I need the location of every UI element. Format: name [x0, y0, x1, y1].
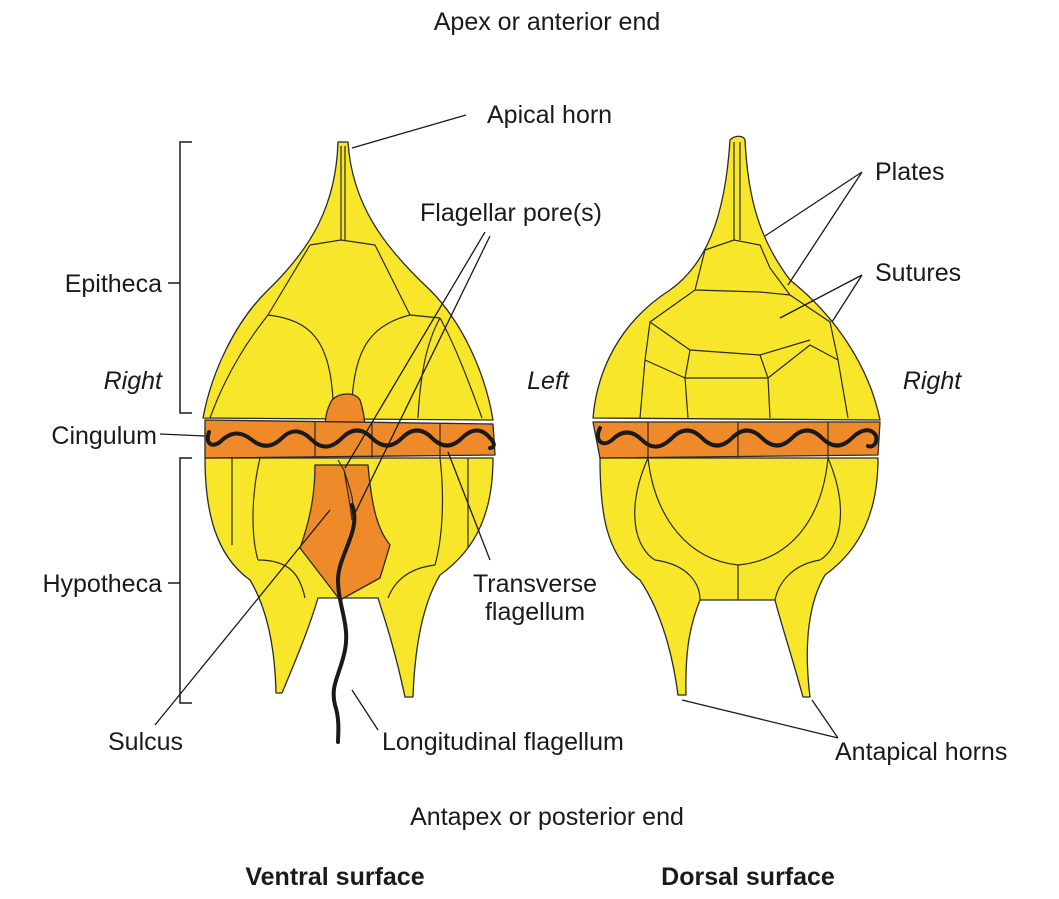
hypotheca-bracket — [168, 458, 192, 703]
antapex-label: Antapex or posterior end — [410, 803, 684, 831]
ventral-surface-label: Ventral surface — [245, 863, 424, 891]
dorsal-cingulum — [593, 422, 880, 458]
apex-label: Apex or anterior end — [434, 8, 661, 36]
flagellar-pores-label: Flagellar pore(s) — [420, 199, 602, 227]
dorsal-cell — [593, 136, 880, 697]
cingulum-label: Cingulum — [51, 422, 157, 450]
plates-label: Plates — [875, 158, 944, 186]
antapical-horns-leaders — [682, 700, 838, 738]
sulcus-label: Sulcus — [108, 728, 183, 756]
epitheca-label: Epitheca — [65, 270, 162, 298]
hypotheca-label: Hypotheca — [42, 570, 162, 598]
left-label: Left — [527, 367, 570, 395]
cingulum-leader — [160, 434, 205, 436]
apical-horn-label: Apical horn — [487, 101, 612, 129]
transverse-flagellum-label-2: flagellum — [485, 598, 585, 626]
antapical-horns-label: Antapical horns — [835, 738, 1007, 766]
epitheca-bracket — [168, 142, 192, 413]
longitudinal-flagellum-label: Longitudinal flagellum — [382, 728, 624, 756]
right-dorsal-label: Right — [903, 367, 962, 395]
ventral-epitheca — [203, 142, 493, 420]
sutures-label: Sutures — [875, 259, 961, 287]
transverse-flagellum-label-1: Transverse — [473, 570, 597, 598]
longitudinal-flagellum-leader — [352, 690, 378, 730]
dorsal-surface-label: Dorsal surface — [661, 863, 835, 891]
ventral-cell — [203, 142, 495, 742]
right-ventral-label: Right — [104, 367, 163, 395]
apical-horn-leader — [352, 115, 466, 148]
dorsal-hypotheca — [600, 458, 878, 697]
